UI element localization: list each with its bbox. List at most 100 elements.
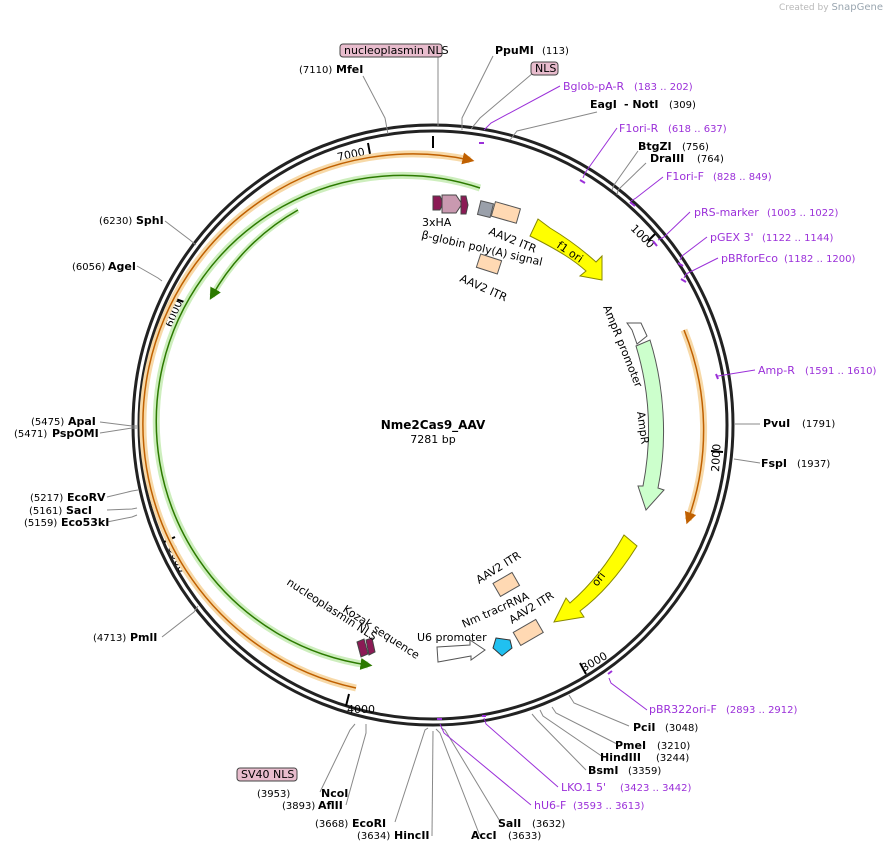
primer-name: pGEX 3' (710, 231, 754, 244)
tick-2000 (710, 450, 724, 453)
enzyme-name: EagI (590, 98, 617, 111)
aav2-itr-inner-box (475, 253, 503, 275)
enzyme-site: DraIII(764) (650, 152, 724, 165)
enzyme-name: FspI (761, 457, 787, 470)
enzyme-position: (3668) (315, 819, 348, 830)
enzyme-name: Eco53kI (61, 516, 109, 529)
primer-name: F1ori-F (666, 170, 704, 183)
orf-green-line (155, 174, 481, 670)
enzyme-site: AgeI(6056) (72, 260, 136, 273)
leader-lines (99, 55, 761, 837)
nls-bottom-feature (356, 638, 369, 658)
enzyme-site: ApaI (5475) (31, 415, 96, 428)
enzyme-name: PmlI (130, 631, 157, 644)
nucleoplasmin-nls-tag (339, 43, 443, 58)
nls-bottom2-feature (365, 637, 376, 656)
enzyme-name: AgeI (108, 260, 136, 273)
primer-name: F1ori-R (619, 122, 659, 135)
primer-site: F1ori-F (828 .. 849) (666, 170, 772, 183)
enzyme-name: EcoRI (352, 817, 386, 830)
primer-site: pBRforEco(1182 .. 1200) (721, 252, 856, 265)
snapgene-credit: Created by SnapGene (779, 2, 883, 13)
enzyme-name: AccI (471, 829, 497, 842)
enzyme-site: AccI(3633) (471, 829, 541, 842)
tagged-labels: nucleoplasmin NLS NLS SV40 NLS (236, 43, 559, 782)
primer-site: hU6-F(3593 .. 3613) (534, 799, 645, 812)
sv40-nls-tag-label: SV40 NLS (241, 768, 294, 781)
tick-3000 (579, 662, 587, 675)
orf-orange-line (142, 152, 475, 689)
sv40-nls-tag (236, 767, 298, 782)
enzyme-position: (3634) (357, 831, 390, 842)
tick-label-4000: 4000 (347, 703, 375, 716)
enzyme-site: SacI(5161) (29, 504, 92, 517)
ampr-feature (635, 339, 665, 511)
primer-position: (828 .. 849) (713, 172, 772, 183)
enzyme-name: HindIII (600, 751, 641, 764)
primer-site: F1ori-R(618 .. 637) (619, 122, 727, 135)
orf-orange-right-line (683, 329, 705, 525)
primer-position: (1003 .. 1022) (767, 208, 839, 219)
enzyme-site: PspOMI (5471) (14, 427, 99, 440)
enzyme-name: BtgZI (638, 140, 672, 153)
primer-position: (1591 .. 1610) (805, 366, 877, 377)
enzyme-position: (6056) (72, 262, 105, 273)
enzyme-position: (5159) (24, 518, 57, 529)
enzyme-position: (5471) (14, 429, 47, 440)
snapgene-logo: SnapGene (831, 2, 883, 13)
primer-position: (2893 .. 2912) (726, 705, 798, 716)
enzyme-site: HindIII(3244) (600, 751, 689, 764)
tick-label-1000: 1000 (628, 222, 657, 251)
enzyme-labels: PpuMI(113)EagI- NotI(309)BtgZI(756)DraII… (14, 44, 835, 842)
primer-name: LKO.1 5' (561, 781, 606, 794)
enzyme-name: PvuI (763, 417, 790, 430)
nls-tag (530, 61, 559, 76)
enzyme-position: (3953) (257, 789, 290, 800)
enzyme-name: ApaI (68, 415, 96, 428)
nucleoplasmin-nls-inner-label: nucleoplasmin NLS (284, 576, 379, 644)
enzyme-position: (5217) (30, 493, 63, 504)
enzyme-name: NcoI (321, 787, 348, 800)
ampr-promoter-feature (626, 322, 648, 345)
primer-name: Amp-R (758, 364, 795, 377)
tick-4000 (345, 693, 350, 707)
aav2-itr-bottom2-box (512, 618, 544, 647)
enzyme-name: HincII (394, 829, 430, 842)
enzyme-name: PspOMI (52, 427, 99, 440)
enzyme-name-extra: - NotI (624, 98, 659, 111)
primer-marks (437, 142, 719, 720)
primer-site: pBR322ori-F(2893 .. 2912) (649, 703, 798, 716)
primer-position: (183 .. 202) (634, 82, 693, 93)
enzyme-position: (756) (682, 142, 709, 153)
primer-name: Bglob-pA-R (563, 80, 625, 93)
enzyme-name: SacI (66, 504, 92, 517)
enzyme-site: SphI(6230) (99, 214, 164, 227)
enzyme-site: PvuI(1791) (763, 417, 835, 430)
primer-name: hU6-F (534, 799, 566, 812)
aav2-itr-bottom1-box (492, 571, 521, 598)
aav2-itr-top-box (490, 201, 522, 224)
enzyme-position: (309) (669, 100, 696, 111)
enzyme-name: AflII (318, 799, 343, 812)
enzyme-site: FspI(1937) (761, 457, 830, 470)
enzyme-position: (6230) (99, 216, 132, 227)
enzyme-name: MfeI (336, 63, 363, 76)
enzyme-name: EcoRV (67, 491, 106, 504)
enzyme-name: SalI (498, 817, 521, 830)
aav2-itr-inner-label: AAV2 ITR (458, 272, 510, 304)
tick-label-2000: 2000 (709, 444, 723, 473)
primer-labels: Bglob-pA-R (183 .. 202) F1ori-R(618 .. 637… (534, 80, 877, 812)
primer-site: Bglob-pA-R (183 .. 202) (563, 80, 693, 93)
primer-name: pBRforEco (721, 252, 778, 265)
u6-promoter-feature (436, 639, 486, 663)
nucleoplasmin-nls-tag-label: nucleoplasmin NLS (344, 44, 449, 57)
ampr-label: AmpR (634, 411, 651, 446)
backbone-inner (137, 129, 729, 721)
primer-position: (3423 .. 3442) (620, 783, 692, 794)
u6-promoter-label: U6 promoter (417, 631, 487, 644)
enzyme-position: (5475) (31, 417, 64, 428)
enzyme-name: PmeI (615, 739, 646, 752)
enzyme-position: (3210) (657, 741, 690, 752)
primer-leaders (439, 85, 756, 806)
nls-top2-feature (460, 195, 469, 215)
